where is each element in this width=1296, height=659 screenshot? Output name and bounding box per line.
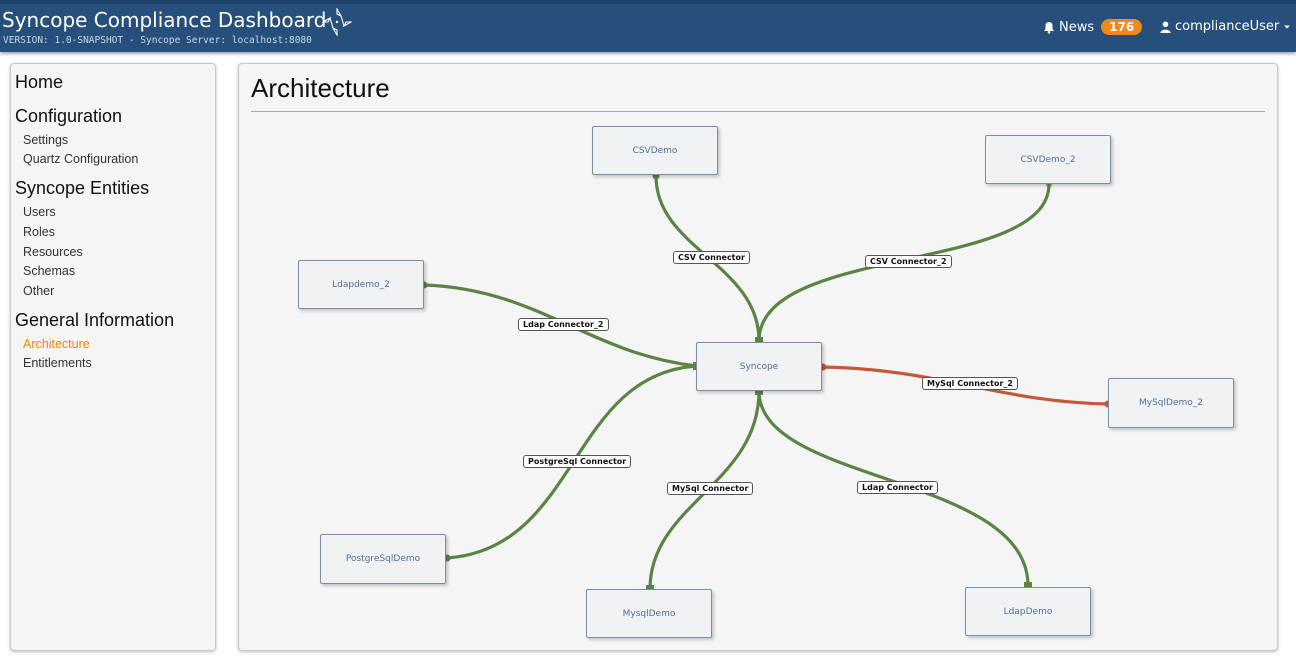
resource-node-ldapdemo-2[interactable]: Ldapdemo_2: [298, 260, 424, 309]
user-menu[interactable]: complianceUser: [1160, 19, 1291, 34]
resource-node-csvdemo[interactable]: CSVDemo: [592, 126, 718, 175]
sidebar-item-other[interactable]: Other: [23, 284, 55, 298]
endpoint: [755, 388, 763, 395]
sidebar-item-quartz-configuration[interactable]: Quartz Configuration: [23, 152, 139, 166]
top-navbar: Syncope Compliance Dashboard VERSION: 1.…: [0, 0, 1296, 52]
resource-node-csvdemo-2[interactable]: CSVDemo_2: [985, 135, 1111, 184]
sidebar-heading-general-information: General Information: [15, 310, 175, 330]
resource-node-mysqldemo-2[interactable]: MySqlDemo_2: [1108, 378, 1234, 428]
sidebar: Home Configuration Settings Quartz Confi…: [10, 63, 216, 651]
edge-label-csv-connector-2[interactable]: CSV Connector_2: [865, 255, 952, 268]
sidebar-item-schemas[interactable]: Schemas: [23, 264, 76, 278]
endpoint: [646, 585, 654, 592]
syncope-logo-icon: [322, 8, 352, 36]
version-info: VERSION: 1.0-SNAPSHOT - Syncope Server: …: [3, 35, 312, 46]
edge-label-ldap-connector-2[interactable]: Ldap Connector_2: [518, 318, 609, 331]
sidebar-heading-syncope-entities: Syncope Entities: [15, 178, 150, 198]
sidebar-item-settings[interactable]: Settings: [23, 133, 69, 147]
user-icon: [1160, 21, 1171, 33]
user-name: complianceUser: [1175, 19, 1280, 34]
caret-down-icon: [1284, 25, 1291, 28]
app-title[interactable]: Syncope Compliance Dashboard: [2, 8, 327, 32]
syncope-node[interactable]: Syncope: [696, 342, 822, 391]
bell-icon: [1044, 21, 1054, 34]
resource-node-ldapdemo[interactable]: LdapDemo: [965, 587, 1091, 636]
sidebar-heading-configuration: Configuration: [15, 106, 123, 126]
resource-node-mysqldemo[interactable]: MysqlDemo: [586, 589, 712, 638]
sidebar-item-architecture[interactable]: Architecture: [23, 337, 90, 351]
edge-label-mysql-connector[interactable]: MySql Connector: [667, 482, 754, 495]
sidebar-item-resources[interactable]: Resources: [23, 245, 83, 259]
resource-node-postgresqldemo[interactable]: PostgreSqlDemo: [320, 534, 446, 584]
sidebar-item-roles[interactable]: Roles: [23, 225, 55, 239]
edge-label-mysql-connector-2[interactable]: MySql Connector_2: [922, 377, 1018, 390]
page-title: Architecture: [251, 73, 390, 103]
endpoint: [1024, 582, 1032, 589]
edge-label-postgresql-connector[interactable]: PostgreSql Connector: [523, 455, 632, 468]
news-menu[interactable]: News 176: [1043, 19, 1143, 35]
news-count-badge: 176: [1101, 19, 1143, 35]
endpoint: [755, 337, 763, 344]
sidebar-item-users[interactable]: Users: [23, 205, 56, 219]
title-divider: [251, 111, 1265, 112]
main-panel: Architecture CSVDemo CSVDe: [238, 63, 1278, 651]
edge-label-ldap-connector[interactable]: Ldap Connector: [857, 481, 938, 494]
news-label: News: [1059, 19, 1095, 35]
sidebar-item-home[interactable]: Home: [15, 72, 64, 92]
sidebar-item-entitlements[interactable]: Entitlements: [23, 356, 92, 370]
edge-label-csv-connector[interactable]: CSV Connector: [673, 251, 750, 264]
